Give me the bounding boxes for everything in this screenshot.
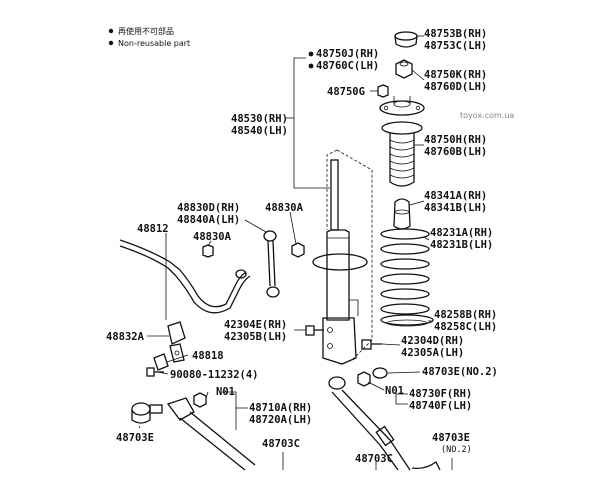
strut-bolt-drawing — [361, 339, 382, 350]
upper-support-drawing — [379, 96, 425, 116]
label-48760b: 48760B(LH) — [424, 146, 487, 158]
label-48750h: 48750H(RH) — [424, 134, 487, 146]
spring-insulator-drawing — [380, 314, 434, 327]
lower-arm-right-drawing — [328, 376, 411, 471]
leader-lines — [138, 35, 453, 470]
bushing-drawing — [153, 353, 169, 371]
lower-arm-left-drawing — [166, 397, 256, 471]
label-48258c: 48258C(LH) — [434, 321, 497, 333]
stabilizer-bracket-drawing — [167, 321, 186, 363]
strut-cap-drawing — [394, 31, 418, 48]
spring-bumper-drawing — [381, 121, 423, 187]
small-nut-drawing — [377, 84, 389, 98]
label-48750k: 48750K(RH) — [424, 69, 487, 81]
label-48258b: 48258B(RH) — [434, 309, 497, 321]
assembly-dashed-outline — [326, 149, 373, 361]
label-48231b: 48231B(LH) — [430, 239, 493, 251]
stabilizer-link-drawing — [263, 230, 280, 298]
label-48832a: 48832A — [106, 331, 145, 343]
label-48730f: 48730F(RH) — [409, 388, 472, 400]
label-42305b: 42305B(LH) — [224, 331, 287, 343]
label-42305a: 42305A(LH) — [401, 347, 464, 359]
arm-bushing-left-drawing — [131, 402, 163, 424]
non-reusable-bullet-icon — [308, 51, 314, 57]
label-42304d: 42304D(RH) — [401, 335, 464, 347]
legend-bullet-icon — [108, 40, 114, 46]
label-90080: 90080-11232(4) — [170, 369, 259, 381]
link-nut-top-drawing — [291, 242, 305, 258]
legend-en-text: Non-reusable part — [118, 39, 190, 48]
arm-nut-left-drawing — [193, 392, 207, 408]
label-48830a-left: 48830A — [193, 231, 232, 243]
watermark: toyox.com.ua — [460, 111, 514, 120]
label-48703c-mid: 48703C — [262, 438, 300, 450]
label-48341a: 48341A(RH) — [424, 190, 487, 202]
coil-spring-drawing — [380, 228, 430, 315]
label-48812: 48812 — [137, 223, 169, 235]
shock-absorber-drawing — [312, 159, 368, 365]
label-48710a: 48710A(RH) — [249, 402, 312, 414]
legend-bullet-icon — [108, 28, 114, 34]
arm-bushing-bottom-right-drawing — [411, 461, 441, 471]
label-48703e-left: 48703E — [116, 432, 154, 444]
label-48530: 48530(RH) — [231, 113, 288, 125]
camber-bolt-drawing — [305, 325, 324, 336]
non-reusable-bullet-icon — [308, 63, 314, 69]
arm-bushing-drawing — [372, 367, 388, 379]
nut-drawing — [395, 59, 413, 79]
part-labels: 48753B(RH) 48753C(LH) 48750J(RH) 48760C(… — [106, 28, 498, 465]
label-48341b: 48341B(LH) — [424, 202, 487, 214]
label-48760d: 48760D(LH) — [424, 81, 487, 93]
label-48753c: 48753C(LH) — [424, 40, 487, 52]
label-48740f: 48740F(LH) — [409, 400, 472, 412]
label-48750j: 48750J(RH) — [316, 48, 379, 60]
stabilizer-bar-drawing — [119, 239, 251, 314]
label-48703e-bottom-no2: (NO.2) — [441, 445, 472, 455]
label-48818: 48818 — [192, 350, 224, 362]
link-nut-left-drawing — [202, 244, 214, 258]
label-n01-left: N01 — [216, 386, 235, 398]
label-48703e-bottom: 48703E — [432, 432, 470, 444]
label-48830a-top: 48830A — [265, 202, 304, 214]
bound-stopper-drawing — [393, 198, 411, 230]
arm-nut-right-drawing — [357, 371, 371, 387]
label-48703e-no2: 48703E(NO.2) — [422, 366, 498, 378]
label-48760c: 48760C(LH) — [316, 60, 379, 72]
label-n01-right: N01 — [385, 385, 404, 397]
legend-cjk-text: 再使用不可部品 — [118, 26, 174, 36]
label-48753b: 48753B(RH) — [424, 28, 487, 40]
label-48830d: 48830D(RH) — [177, 202, 240, 214]
label-48840a: 48840A(LH) — [177, 214, 240, 226]
label-48720a: 48720A(LH) — [249, 414, 312, 426]
label-48231a: 48231A(RH) — [430, 227, 493, 239]
label-48703c-right: 48703C — [355, 453, 393, 465]
label-48540: 48540(LH) — [231, 125, 288, 137]
label-42304e: 42304E(RH) — [224, 319, 287, 331]
label-48750g: 48750G — [327, 86, 365, 98]
legend: 再使用不可部品 Non-reusable part — [108, 26, 190, 48]
